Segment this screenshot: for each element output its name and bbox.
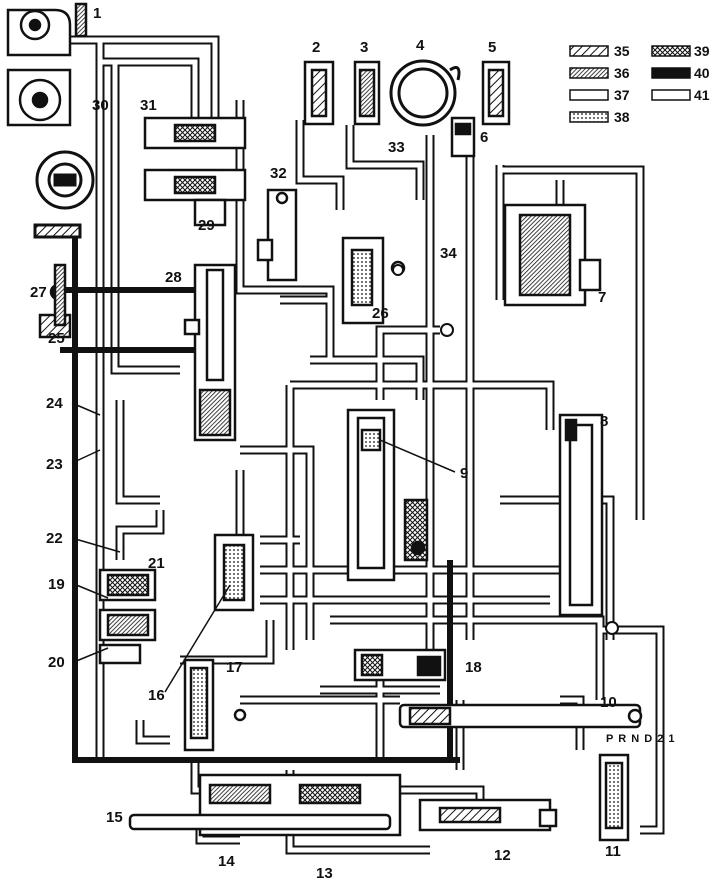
label-3: 3 xyxy=(360,39,368,56)
label-18: 18 xyxy=(465,659,482,676)
governor-valve-31 xyxy=(143,116,247,227)
brake-band-4 xyxy=(389,59,461,127)
torque-converter xyxy=(6,2,88,127)
throttle-valve-assembly xyxy=(128,773,558,837)
label-22: 22 xyxy=(46,530,63,547)
pressure-regulator-28 xyxy=(183,263,237,442)
legend-swatch-41 xyxy=(651,89,691,101)
valve-cluster-19-21 xyxy=(98,568,157,665)
label-1: 1 xyxy=(93,5,101,22)
clutch-2 xyxy=(303,60,335,126)
label-23: 23 xyxy=(46,456,63,473)
label-29: 29 xyxy=(198,217,215,234)
label-24: 24 xyxy=(46,395,63,412)
label-9: 9 xyxy=(460,465,468,482)
label-11: 11 xyxy=(605,843,621,860)
label-10: 10 xyxy=(600,694,617,711)
legend-swatch-38 xyxy=(569,111,609,123)
valve-body-7 xyxy=(503,203,602,307)
manual-valve-10 xyxy=(398,703,643,729)
legend-label-35: 35 xyxy=(614,43,630,59)
part-labels: 1 2 3 4 5 6 7 8 9 10 11 12 13 14 15 16 1… xyxy=(30,5,621,882)
valve-17 xyxy=(183,658,247,752)
valve-18 xyxy=(353,648,447,682)
label-32: 32 xyxy=(270,165,287,182)
legend-label-36: 36 xyxy=(614,65,630,81)
legend-label-37: 37 xyxy=(614,87,630,103)
legend-label-38: 38 xyxy=(614,109,630,125)
label-13: 13 xyxy=(316,865,333,881)
legend-swatch-35 xyxy=(569,45,609,57)
label-17: 17 xyxy=(226,659,243,676)
label-12: 12 xyxy=(494,847,511,864)
label-33: 33 xyxy=(388,139,405,156)
legend-label-40: 40 xyxy=(694,65,710,81)
relief-valve-25 xyxy=(38,263,72,339)
label-14: 14 xyxy=(218,853,235,870)
legend-swatch-39 xyxy=(651,45,691,57)
label-4: 4 xyxy=(416,37,425,54)
leader-lines xyxy=(71,402,456,693)
oil-pump xyxy=(33,150,95,239)
legend xyxy=(569,45,691,123)
label-31: 31 xyxy=(140,97,157,114)
legend-swatch-37 xyxy=(569,89,609,101)
label-7: 7 xyxy=(598,289,606,306)
valve-16 xyxy=(213,533,255,612)
legend-swatch-36 xyxy=(569,67,609,79)
label-5: 5 xyxy=(488,39,496,56)
valve-32 xyxy=(256,188,298,282)
legend-labels: 35 36 37 38 39 40 41 xyxy=(614,43,710,125)
label-19: 19 xyxy=(48,576,65,593)
label-27: 27 xyxy=(30,284,47,301)
label-8: 8 xyxy=(600,413,608,430)
label-20: 20 xyxy=(48,654,65,671)
shift-valve-9 xyxy=(346,408,429,582)
legend-label-41: 41 xyxy=(694,87,710,103)
passage-cores xyxy=(60,37,663,853)
clutch-5 xyxy=(481,60,511,126)
label-26: 26 xyxy=(372,305,389,322)
label-6: 6 xyxy=(480,129,488,146)
label-16: 16 xyxy=(148,687,165,704)
label-2: 2 xyxy=(312,39,320,56)
legend-label-39: 39 xyxy=(694,43,710,59)
label-34: 34 xyxy=(440,245,457,262)
valve-11 xyxy=(598,753,630,842)
check-valves xyxy=(392,264,619,635)
legend-swatch-40 xyxy=(651,67,691,79)
label-25: 25 xyxy=(48,330,65,347)
label-30: 30 xyxy=(92,97,109,114)
servo-6 xyxy=(450,116,476,158)
label-28: 28 xyxy=(165,269,182,286)
selector-marks: P R N D 2 1 xyxy=(606,733,676,745)
label-15: 15 xyxy=(106,809,123,826)
label-21: 21 xyxy=(148,555,165,572)
clutch-3 xyxy=(353,60,381,126)
shift-valve-8 xyxy=(558,413,604,617)
